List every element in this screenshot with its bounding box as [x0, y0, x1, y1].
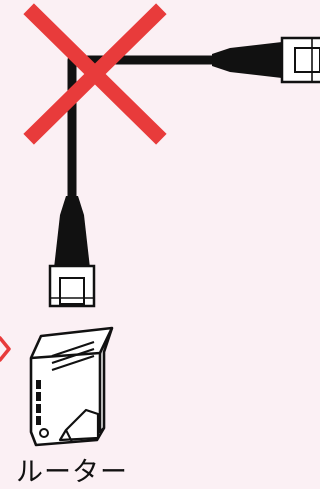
lan-plug-icon: [212, 38, 320, 82]
red-x-icon: [34, 14, 156, 134]
lan-plug-icon: [50, 196, 94, 306]
red-arrow-icon: [0, 338, 9, 360]
router-label: ルーター: [0, 450, 144, 489]
router-icon: [31, 328, 112, 445]
